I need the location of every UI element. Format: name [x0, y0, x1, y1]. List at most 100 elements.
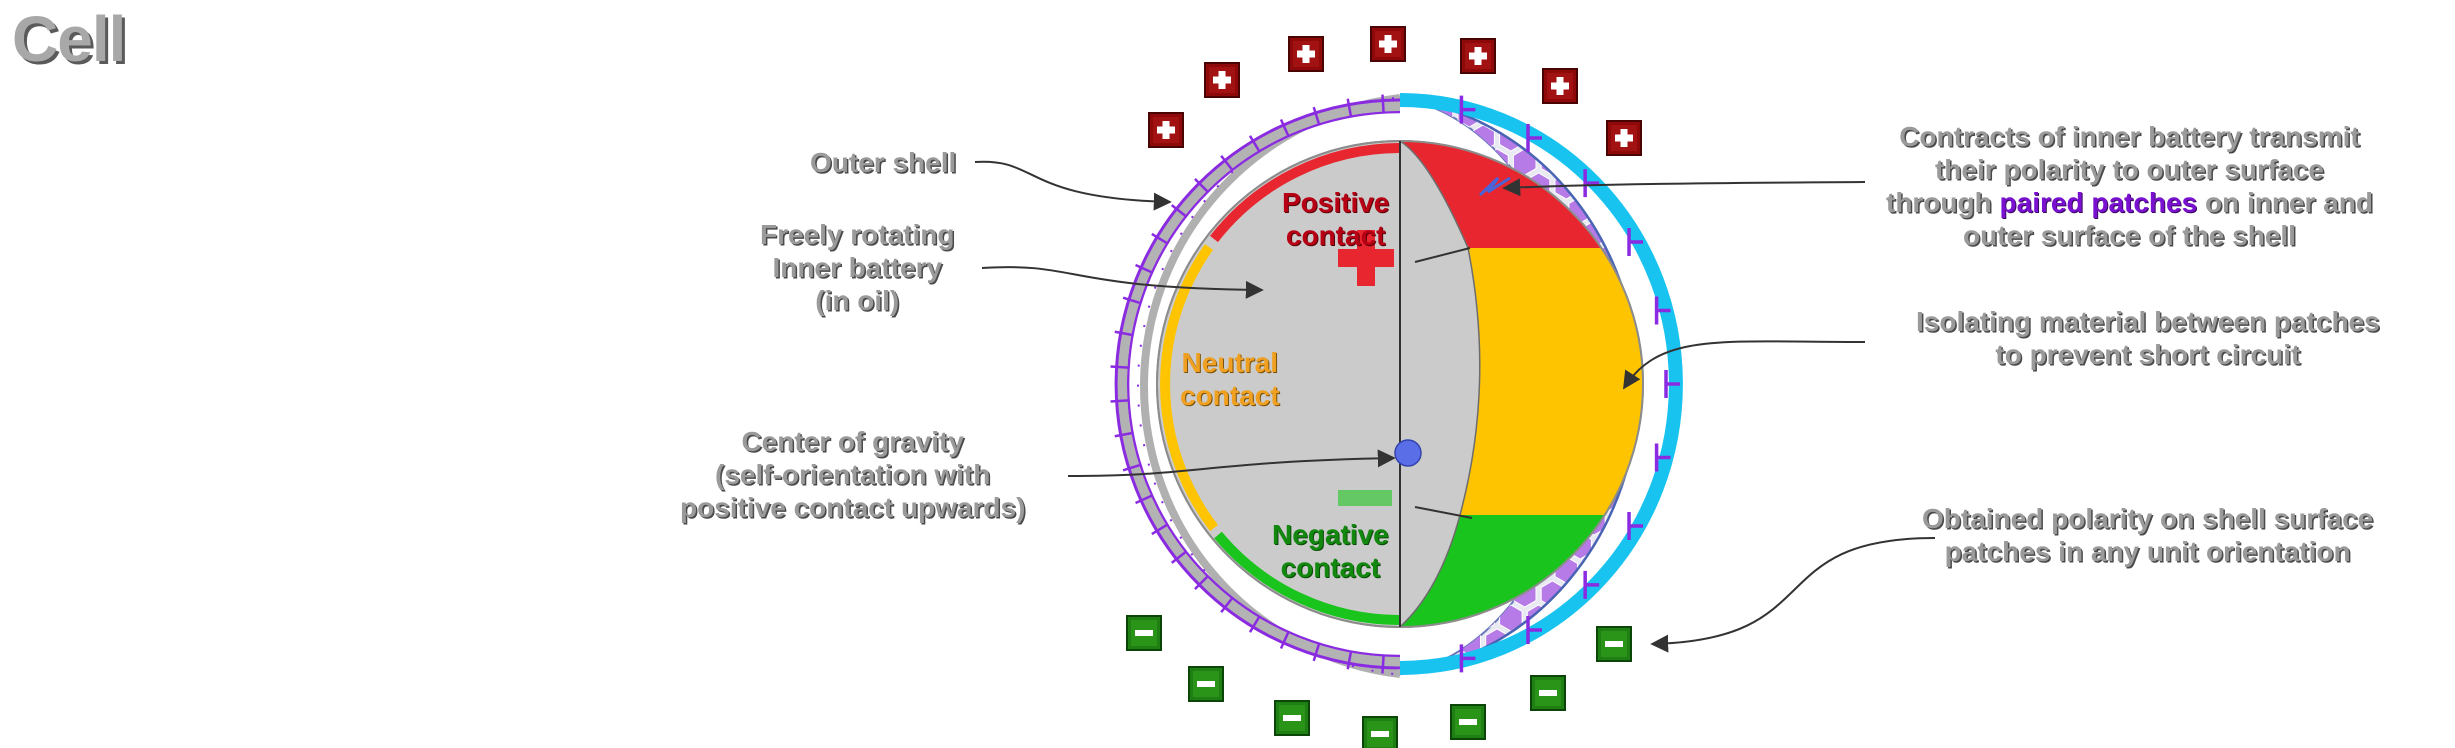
paired-patch [1459, 644, 1476, 673]
paired-patch [1654, 296, 1671, 325]
hex-patch [1499, 98, 1523, 104]
neutral-contact-label: Neutral contact [1180, 346, 1280, 412]
hex-patch [1582, 124, 1606, 152]
hex-patch [1609, 98, 1634, 104]
inner-battery-label: Freely rotating Inner battery (in oil) [760, 218, 954, 317]
hex-patch [1637, 604, 1639, 632]
shell-patch-tick [1151, 232, 1168, 245]
hex-patch [1582, 98, 1606, 104]
outer-shell-ring [1110, 94, 1401, 678]
hex-patch [1652, 149, 1675, 175]
positive-contact-rim [1210, 143, 1401, 243]
shell-patch-tick [1194, 575, 1209, 590]
positive-terminal-icon [1204, 62, 1240, 98]
hex-patch [1429, 628, 1454, 656]
positive-terminal-icon [1542, 68, 1578, 104]
hex-patch [1652, 101, 1675, 127]
spark-icon [1478, 176, 1511, 197]
negative-terminal-icon [1126, 615, 1162, 651]
shell-patch-tick [1220, 154, 1234, 171]
shell-patch-tick [1312, 106, 1321, 125]
paired-patch [1526, 615, 1542, 644]
outer-shell-label: Outer shell [810, 147, 957, 178]
neutral-contact-line2: contact [1180, 380, 1280, 411]
hex-patch [1637, 556, 1639, 584]
shell-patch-tick [1110, 365, 1129, 369]
center-of-gravity-label: Center of gravity (self-orientation with… [680, 425, 1025, 524]
paired-patch [1627, 228, 1644, 256]
center-gravity-line3: positive contact upwards) [680, 492, 1026, 523]
negative-terminal-icon [1596, 626, 1632, 662]
obtained-line1: Obtained polarity on shell surface [1922, 503, 2374, 534]
positive-terminals [1148, 26, 1642, 156]
center-of-gravity-dot [1394, 439, 1422, 467]
inner-battery-line1: Freely rotating [760, 219, 955, 250]
shell-patch-tick [1248, 135, 1261, 152]
shell-patch-tick [1170, 550, 1187, 564]
shell-patch-tick [1381, 94, 1385, 113]
negative-contact-rim [1214, 531, 1401, 626]
shell-patch-tick [1248, 616, 1261, 633]
inner-battery-line3: (in oil) [815, 285, 900, 316]
paired-patch [1583, 570, 1600, 599]
obtained-line2: patches in any unit orientation [1944, 536, 2351, 567]
shell-patch-tick [1135, 494, 1153, 505]
shell-patch-tick [1114, 431, 1133, 438]
shell-patch-tick [1194, 178, 1209, 193]
inner-battery-line2: Inner battery [772, 252, 943, 283]
isolating-line1: Isolating material between patches [1916, 306, 2380, 337]
shell-patch-tick [1279, 631, 1290, 649]
paired-patches-highlight: paired patches [1999, 187, 2198, 218]
paired-patch [1526, 124, 1542, 153]
center-gravity-line1: Center of gravity [741, 426, 964, 457]
shell-patch-tick [1122, 463, 1141, 472]
leader-lines [974, 160, 1936, 653]
neutral-contact-line1: Neutral [1181, 347, 1279, 378]
negative-terminal-icon [1188, 666, 1224, 702]
hex-patch [1540, 100, 1565, 128]
paired-patch [1583, 169, 1600, 198]
contracts-line3-after: on inner and [2197, 187, 2373, 218]
plus-icon [1338, 230, 1394, 286]
paired-patches [1459, 95, 1680, 673]
shell-patch-tick [1170, 204, 1187, 218]
center-gravity-line2: (self-orientation with [715, 459, 991, 490]
positive-contact-line1: Positive [1282, 187, 1390, 218]
negative-terminal-icon [1530, 675, 1566, 711]
shell-patch-tick [1151, 523, 1168, 536]
paired-patch [1627, 512, 1644, 540]
positive-contact-label: Positive contact [1282, 186, 1389, 252]
shell-patch-tick [1381, 655, 1385, 674]
shell-patch-tick [1279, 119, 1290, 137]
positive-terminal-icon [1606, 120, 1642, 156]
isolating-label: Isolating material between patches to pr… [1916, 305, 2380, 371]
positive-terminal-icon [1460, 38, 1496, 74]
shell-patch-tick [1220, 597, 1234, 614]
contracts-line1: Contracts of inner battery transmit [1899, 121, 2360, 152]
negative-contact-line2: contact [1280, 552, 1381, 583]
shell-patch-tick [1122, 296, 1141, 305]
hex-patch [1652, 581, 1675, 607]
contracts-line4: outer surface of the shell [1962, 220, 2296, 251]
hex-patch [1652, 629, 1675, 655]
negative-terminal-icon [1274, 700, 1310, 736]
positive-terminal-icon [1148, 112, 1184, 148]
obtained-polarity-label: Obtained polarity on shell surface patch… [1922, 502, 2373, 568]
negative-terminals [1126, 615, 1632, 748]
positive-contact-line2: contact [1285, 220, 1386, 251]
negative-contact-line1: Negative [1272, 519, 1389, 550]
hex-patch [1623, 580, 1639, 608]
shell-patch-ticks [1110, 94, 1385, 674]
negative-terminal-icon [1362, 716, 1398, 748]
paired-patch [1664, 370, 1680, 398]
minus-icon [1338, 490, 1392, 506]
hex-patch [1637, 172, 1639, 200]
hex-patch [1471, 98, 1495, 104]
shell-patch-tick [1110, 399, 1129, 403]
negative-contact-label: Negative contact [1272, 518, 1389, 584]
paired-patch [1459, 95, 1476, 124]
paired-patch [1654, 443, 1671, 472]
negative-terminal-icon [1450, 704, 1486, 740]
